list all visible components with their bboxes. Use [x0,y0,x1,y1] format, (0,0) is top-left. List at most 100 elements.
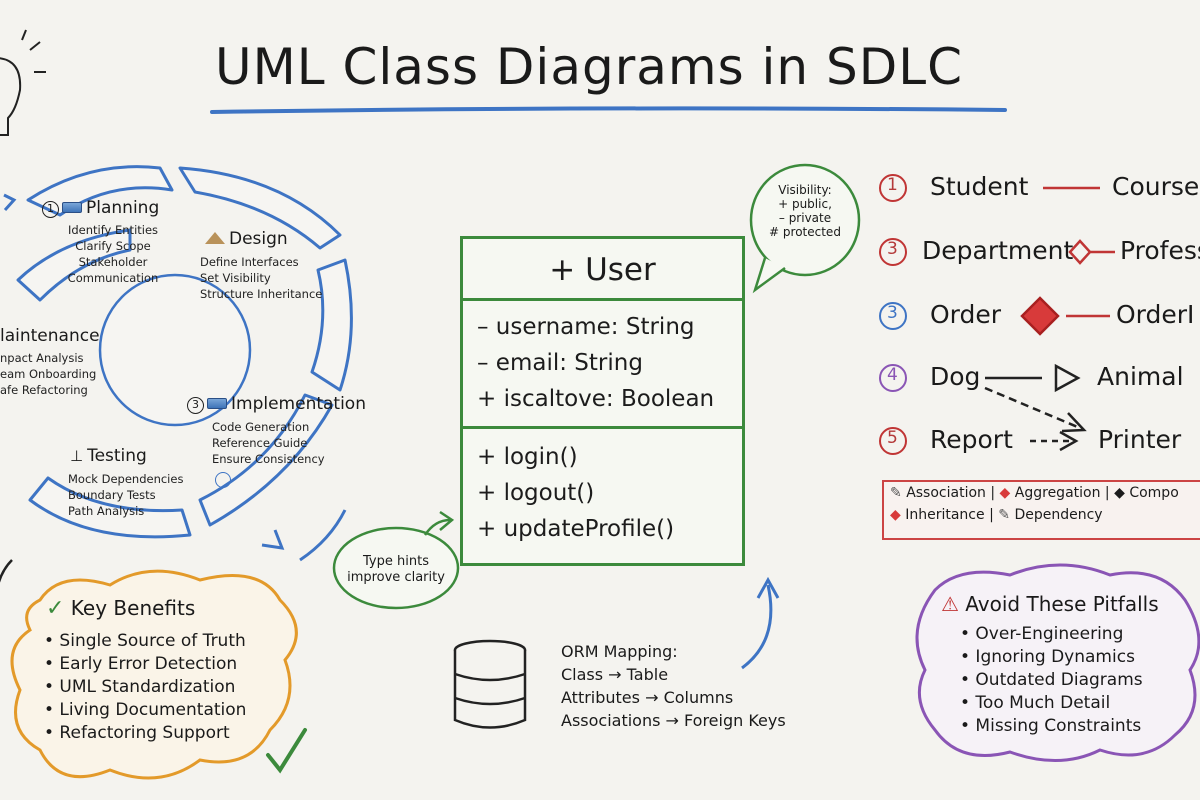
implementation-title: Implementation [231,394,366,414]
diamond-red-icon: ◆ [999,485,1011,501]
testing-items: Mock Dependencies Boundary Tests Path An… [68,471,183,519]
visibility-line: – private [778,211,832,225]
class-methods: + login() + logout() + updateProfile() [463,429,742,547]
relationship-left: Order [930,300,1002,329]
relationship-number: 3 [887,239,898,259]
legend-row: ◆ Inheritance | ✎ Dependency [884,504,1200,526]
refresh-icon [215,472,231,488]
pitfall-item: • Too Much Detail [960,693,1111,713]
warning-icon: ⚠ [941,592,959,616]
diamond-black-icon: ◆ [1114,485,1125,501]
design-items: Define Interfaces Set Visibility Structu… [200,254,322,302]
planning-items: Identify Entities Clarify Scope Stakehol… [58,222,168,286]
pitfalls-title: ⚠ Avoid These Pitfalls [941,592,1159,616]
class-attribute: – email: String [477,350,643,376]
visibility-line: # protected [769,225,841,239]
relationship-left: Report [930,425,1013,454]
class-method: + updateProfile() [477,516,675,542]
legend-aggregation: Aggregation | [1014,485,1110,501]
diamond-red-icon: ◆ [890,507,901,523]
benefit-item: • Living Documentation [44,700,247,720]
planning-item: Identify Entities [67,223,159,237]
orm-line: ORM Mapping: [561,642,678,661]
benefits-title-text: Key Benefits [70,596,196,620]
legend-dependency: Dependency [1014,507,1103,523]
relationship-left: Dog [930,362,981,391]
relationship-left: Department [922,236,1074,265]
planning-icon [62,202,82,213]
relationship-legend: ✎ Association | ◆ Aggregation | ◆ Compo … [882,480,1200,540]
orm-mapping: ORM Mapping: Class → Table Attributes → … [561,640,786,732]
testing-title: Testing [87,446,147,466]
class-attribute: – username: String [477,314,695,340]
design-item: Set Visibility [200,271,271,285]
visibility-line: Visibility: [778,183,832,197]
planning-item: Stakeholder [78,255,148,269]
relationship-number: 1 [887,175,898,195]
testing-item: Path Analysis [68,504,145,518]
legend-composition: Compo [1129,485,1179,501]
relationship-lines [984,186,1115,452]
benefit-item: • UML Standardization [44,677,236,697]
implementation-number: 3 [187,397,204,414]
maintenance-item: npact Analysis [0,351,84,365]
benefits-list: • Single Source of Truth • Early Error D… [44,630,246,745]
type-hints-line: improve clarity [347,570,445,585]
relationship-right: Printer [1098,425,1182,454]
implementation-item: Code Generation [212,420,310,434]
design-item: Structure Inheritance [200,287,323,301]
class-name: + User [463,239,742,301]
benefit-item: • Refactoring Support [44,723,230,743]
relationship-number: 5 [887,428,898,448]
maintenance-item: afe Refactoring [0,383,88,397]
pencil-icon: ✎ [998,507,1010,523]
relationship-right: Animal [1097,362,1184,391]
planning-number: 1 [42,201,59,218]
implementation-item: Reference Guide [212,436,308,450]
relationship-number: 3 [887,303,898,323]
testing-item: Boundary Tests [68,488,156,502]
pencil-icon: ✎ [890,485,902,501]
benefit-item: • Early Error Detection [44,654,238,674]
implementation-item: Ensure Consistency [212,452,325,466]
benefits-title: ✓ Key Benefits [46,596,195,621]
benefit-item: • Single Source of Truth [44,631,246,651]
testing-item: Mock Dependencies [68,472,184,486]
phase-design: Design [205,229,288,249]
pitfall-item: • Missing Constraints [960,716,1142,736]
class-method: + login() [477,444,578,470]
planning-item: Clarify Scope [75,239,151,253]
phase-testing: ⊥Testing [70,446,147,466]
relationship-number: 4 [887,365,898,385]
implementation-items: Code Generation Reference Guide Ensure C… [212,419,325,467]
planning-item: Communication [67,271,159,285]
implementation-icon [207,398,227,409]
relationship-right: Course [1112,172,1200,201]
pitfalls-list: • Over-Engineering • Ignoring Dynamics •… [960,623,1143,738]
relationship-left: Student [930,172,1029,201]
pitfall-item: • Ignoring Dynamics [960,647,1135,667]
maintenance-item: eam Onboarding [0,367,97,381]
maintenance-title: laintenance [0,326,100,346]
visibility-bubble: Visibility: + public, – private # protec… [758,183,852,239]
lightbulb-icon [0,29,46,136]
legend-association: Association | [906,485,996,501]
uml-class-box: + User – username: String – email: Strin… [460,236,745,566]
checkmark-icon: ✓ [46,596,65,621]
pitfalls-title-text: Avoid These Pitfalls [965,592,1159,616]
relationship-right: Profess [1120,236,1200,265]
design-item: Define Interfaces [200,255,299,269]
maintenance-items: npact Analysis eam Onboarding afe Refact… [0,350,96,398]
relationship-right: OrderI [1116,300,1195,329]
class-attributes: – username: String – email: String + isc… [463,301,742,429]
testing-icon: ⊥ [70,447,84,465]
orm-line: Class → Table [561,665,669,684]
class-attribute: + iscaltove: Boolean [477,386,715,412]
pitfall-item: • Outdated Diagrams [960,670,1143,690]
design-title: Design [229,229,288,249]
legend-inheritance: Inheritance | [905,507,994,523]
visibility-line: + public, [778,197,832,211]
planning-title: Planning [86,198,160,218]
pitfall-item: • Over-Engineering [960,624,1124,644]
type-hints-bubble: Type hints improve clarity [340,554,452,586]
